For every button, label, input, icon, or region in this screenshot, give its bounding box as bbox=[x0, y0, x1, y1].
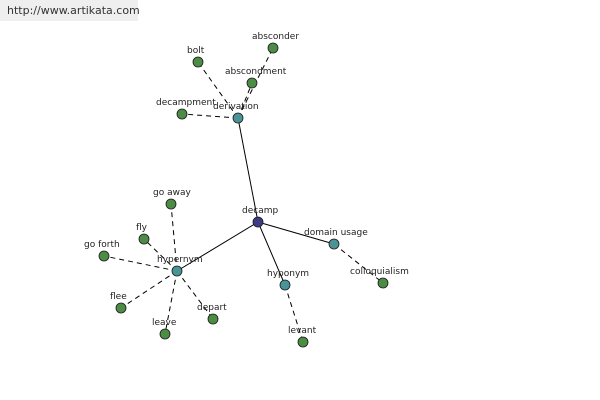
edge-derivation-decampment bbox=[181, 113, 239, 119]
node-levant-label[interactable]: levant bbox=[288, 326, 317, 336]
node-go-away[interactable]: go away bbox=[153, 188, 191, 210]
node-decampment[interactable]: decampment bbox=[156, 98, 216, 120]
node-derivation-dot[interactable] bbox=[232, 112, 244, 124]
node-hypernym[interactable]: hypernym bbox=[157, 255, 203, 277]
nodes-layer: decamp derivation hypernym hyponym domain us… bbox=[84, 32, 409, 348]
node-abscondment-dot[interactable] bbox=[246, 77, 258, 89]
edge-hypernym-go-away bbox=[170, 203, 178, 272]
node-colloquialism[interactable]: colloquialism bbox=[350, 267, 409, 289]
edges-layer bbox=[103, 47, 384, 343]
node-abscondment-label[interactable]: abscondment bbox=[225, 67, 287, 77]
node-domain-usage-label[interactable]: domain usage bbox=[304, 228, 368, 238]
node-domain-usage[interactable]: domain usage bbox=[304, 228, 368, 250]
node-leave-label[interactable]: leave bbox=[152, 318, 177, 328]
node-absconder[interactable]: absconder bbox=[252, 32, 299, 54]
node-go-away-label[interactable]: go away bbox=[153, 188, 191, 198]
node-colloquialism-dot[interactable] bbox=[377, 277, 389, 289]
edge-decamp-hypernym bbox=[176, 221, 259, 272]
node-fly[interactable]: fly bbox=[136, 223, 150, 245]
node-derivation[interactable]: derivation bbox=[213, 102, 259, 124]
node-depart-label[interactable]: depart bbox=[197, 303, 227, 313]
node-fly-dot[interactable] bbox=[138, 233, 150, 245]
edge-decamp-derivation bbox=[237, 117, 259, 223]
edge-hyponym-levant bbox=[284, 284, 304, 343]
node-flee-dot[interactable] bbox=[115, 302, 127, 314]
node-bolt[interactable]: bolt bbox=[187, 46, 205, 68]
node-go-forth[interactable]: go forth bbox=[84, 240, 120, 262]
node-absconder-dot[interactable] bbox=[267, 42, 279, 54]
node-hyponym[interactable]: hyponym bbox=[267, 269, 309, 291]
node-leave[interactable]: leave bbox=[152, 318, 177, 340]
node-derivation-label[interactable]: derivation bbox=[213, 102, 259, 112]
node-decamp-label[interactable]: decamp bbox=[242, 206, 278, 216]
node-domain-usage-dot[interactable] bbox=[328, 238, 340, 250]
node-hyponym-label[interactable]: hyponym bbox=[267, 269, 309, 279]
node-leave-dot[interactable] bbox=[159, 328, 171, 340]
edge-hypernym-flee bbox=[120, 270, 178, 309]
edge-derivation-abscondment bbox=[237, 82, 253, 119]
node-go-forth-label[interactable]: go forth bbox=[84, 240, 120, 250]
node-decampment-label[interactable]: decampment bbox=[156, 98, 216, 108]
node-hyponym-dot[interactable] bbox=[279, 279, 291, 291]
edge-hypernym-fly bbox=[143, 238, 178, 272]
node-flee-label[interactable]: flee bbox=[110, 292, 127, 302]
node-decamp[interactable]: decamp bbox=[242, 206, 278, 228]
edge-hypernym-leave bbox=[164, 270, 178, 335]
edge-hypernym-go-forth bbox=[103, 255, 178, 272]
node-decampment-dot[interactable] bbox=[176, 108, 188, 120]
source-url-banner[interactable]: http://www.artikata.com bbox=[0, 0, 140, 21]
node-abscondment[interactable]: abscondment bbox=[225, 67, 287, 89]
node-colloquialism-label[interactable]: colloquialism bbox=[350, 267, 409, 277]
node-levant[interactable]: levant bbox=[288, 326, 317, 348]
edge-derivation-bolt bbox=[197, 61, 239, 119]
edge-domain-usage-colloquialism bbox=[333, 243, 384, 284]
edge-decamp-hyponym bbox=[257, 221, 286, 286]
node-levant-dot[interactable] bbox=[297, 336, 309, 348]
node-absconder-label[interactable]: absconder bbox=[252, 32, 299, 42]
node-fly-label[interactable]: fly bbox=[136, 223, 148, 233]
node-bolt-dot[interactable] bbox=[192, 56, 204, 68]
node-flee[interactable]: flee bbox=[110, 292, 127, 314]
node-bolt-label[interactable]: bolt bbox=[187, 46, 205, 56]
node-go-away-dot[interactable] bbox=[165, 198, 177, 210]
node-depart[interactable]: depart bbox=[197, 303, 227, 325]
edge-decamp-domain-usage bbox=[257, 221, 335, 245]
edge-hypernym-depart bbox=[176, 270, 214, 320]
node-hypernym-label[interactable]: hypernym bbox=[157, 255, 203, 265]
node-go-forth-dot[interactable] bbox=[98, 250, 110, 262]
node-depart-dot[interactable] bbox=[207, 313, 219, 325]
node-hypernym-dot[interactable] bbox=[171, 265, 183, 277]
node-decamp-dot[interactable] bbox=[252, 216, 264, 228]
